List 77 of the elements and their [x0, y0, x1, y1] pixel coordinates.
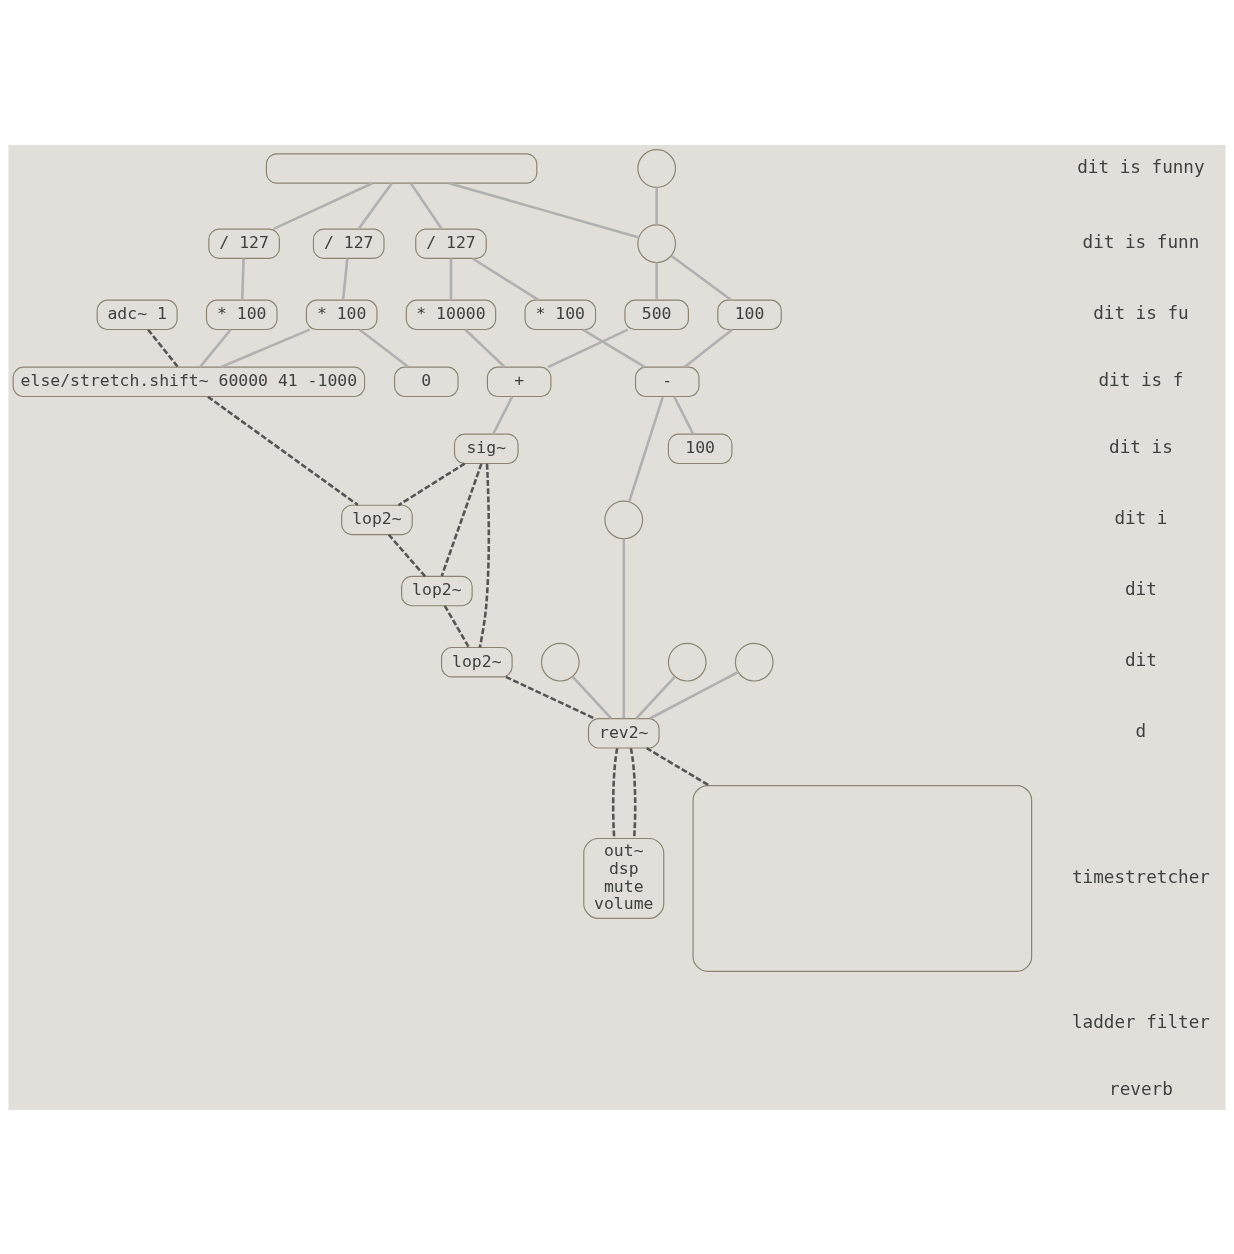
connector — [357, 182, 393, 230]
connector — [478, 463, 491, 648]
connector — [655, 262, 658, 300]
connector — [440, 463, 483, 576]
connector — [449, 258, 453, 300]
connector — [611, 747, 619, 839]
node-circle — [604, 500, 644, 539]
node-box: 100 — [667, 433, 733, 464]
node-circle — [734, 642, 774, 682]
node-box: + — [486, 366, 552, 397]
node-box: 500 — [624, 299, 689, 330]
node-bar — [265, 152, 538, 184]
node-box: * 100 — [305, 299, 378, 330]
node-box: lop2~ — [341, 504, 413, 535]
label: dit — [1125, 649, 1157, 670]
node-box: lop2~ — [441, 646, 513, 677]
node-box: else/stretch.shift~ 60000 41 -1000 — [12, 366, 366, 397]
connector — [571, 675, 613, 719]
label: dit is — [1109, 436, 1173, 457]
node-box: lop2~ — [401, 575, 473, 606]
connector — [635, 675, 676, 719]
connector — [409, 182, 443, 230]
label: dit — [1125, 578, 1157, 599]
connector — [649, 670, 739, 720]
connector — [622, 538, 626, 718]
node-box: * 100 — [524, 299, 597, 330]
connector — [273, 181, 373, 230]
connector — [670, 254, 732, 301]
node-circle — [540, 642, 580, 682]
connector — [471, 256, 540, 301]
connector — [220, 327, 311, 368]
connector — [147, 328, 179, 368]
label: dit is funn — [1082, 231, 1200, 252]
node-box: 0 — [393, 366, 459, 397]
node-box: * 10000 — [405, 299, 497, 330]
connector — [683, 328, 733, 368]
connector — [397, 462, 466, 506]
node-box: / 127 — [208, 227, 280, 259]
node-circle — [637, 148, 677, 188]
connector — [443, 604, 471, 648]
node-box: rev2~ — [587, 717, 660, 749]
connector — [240, 257, 245, 300]
connector — [655, 186, 658, 225]
node-circle — [667, 642, 707, 682]
connector — [673, 395, 695, 435]
connector — [547, 327, 629, 368]
connector — [492, 395, 514, 435]
label: dit is fu — [1093, 302, 1189, 323]
connector — [199, 328, 232, 368]
connector — [582, 328, 646, 368]
label: dit i — [1114, 507, 1168, 528]
connector — [207, 395, 359, 506]
connector — [358, 328, 410, 368]
connector — [629, 747, 637, 839]
connector — [628, 396, 664, 502]
connector — [505, 675, 596, 720]
node-box: sig~ — [453, 433, 519, 464]
node-box: out~ dsp mute volume — [583, 837, 665, 919]
node-box: - — [634, 366, 700, 397]
label: dit is f — [1098, 369, 1184, 390]
label: dit is funny — [1077, 156, 1205, 177]
connector — [645, 746, 710, 786]
node-box: adc~ 1 — [96, 299, 178, 330]
node-box: * 100 — [205, 299, 278, 330]
node-box — [692, 784, 1033, 972]
label: ladder filter — [1071, 1011, 1210, 1032]
connector — [464, 328, 506, 368]
connector — [448, 181, 640, 239]
node-box: / 127 — [415, 227, 487, 259]
node-box: 100 — [717, 299, 782, 330]
connector — [387, 533, 427, 577]
node-box: / 127 — [312, 227, 385, 259]
label: timestretcher — [1071, 866, 1210, 887]
label: d — [1135, 720, 1147, 741]
connector — [341, 257, 349, 300]
node-circle — [637, 223, 677, 263]
label: reverb — [1109, 1078, 1173, 1099]
